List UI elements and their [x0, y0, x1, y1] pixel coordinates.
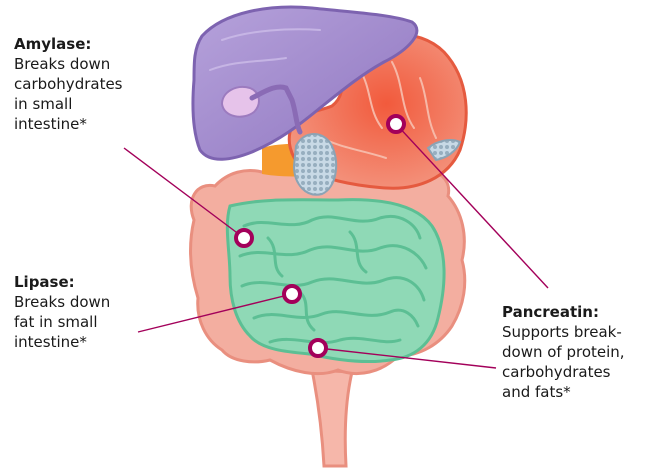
gallbladder: [222, 87, 259, 117]
lipase-text-line: fat in small: [14, 312, 110, 332]
pancreatin-callout: Pancreatin: Supports break- down of prot…: [502, 302, 625, 402]
lipase-text-line: intestine*: [14, 332, 110, 352]
lipase-title: Lipase:: [14, 272, 110, 292]
lipase-text-line: Breaks down: [14, 292, 110, 312]
pancreatin-title: Pancreatin:: [502, 302, 625, 322]
pancreatic-tissue: [294, 134, 336, 195]
amylase-text-line: intestine*: [14, 114, 123, 134]
pancreatin-text-line: carbohydrates: [502, 362, 625, 382]
amylase-text-line: Breaks down: [14, 54, 123, 74]
pancreatin-text-line: down of protein,: [502, 342, 625, 362]
amylase-marker: [236, 230, 252, 246]
lipase-callout: Lipase: Breaks down fat in small intesti…: [14, 272, 110, 352]
pancreatin-marker: [388, 116, 404, 132]
pancreatin-text-line: Supports break-: [502, 322, 625, 342]
pancreatin-text-line: and fats*: [502, 382, 625, 402]
amylase-callout: Amylase: Breaks down carbohydrates in sm…: [14, 34, 123, 134]
small-intestine-marker: [310, 340, 326, 356]
rectum: [312, 370, 352, 466]
amylase-text-line: carbohydrates: [14, 74, 123, 94]
amylase-title: Amylase:: [14, 34, 123, 54]
amylase-text-line: in small: [14, 94, 123, 114]
lipase-marker: [284, 286, 300, 302]
